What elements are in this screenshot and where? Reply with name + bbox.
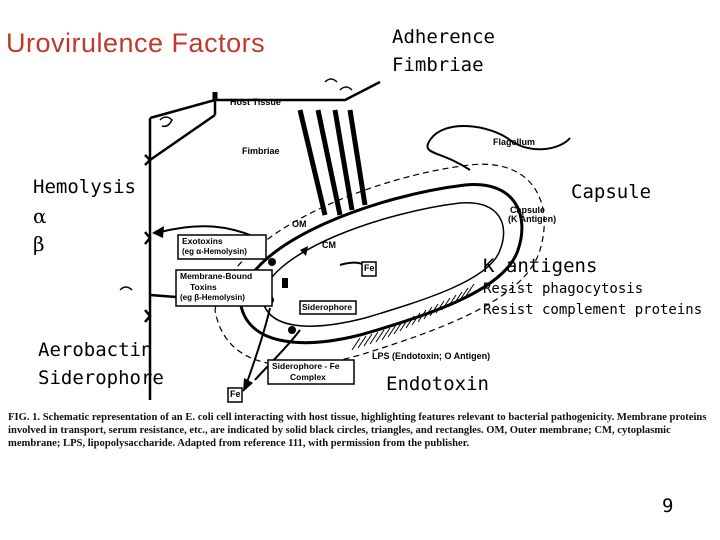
figure-caption: FIG. 1. Schematic representation of an E… xyxy=(8,412,707,449)
slide-title: Urovirulence Factors xyxy=(6,28,266,58)
resist-complement-label: Resist complement proteins xyxy=(483,302,703,318)
resist-phagocytosis-label: Resist phagocytosis xyxy=(483,281,644,297)
fimbriae-overlay-label: Fimbriae xyxy=(392,54,484,76)
outer-membrane xyxy=(238,183,524,345)
arrowheads xyxy=(152,226,253,392)
siderophore-overlay-label: Siderophore xyxy=(38,367,164,389)
flagellum-label: Flagellum xyxy=(493,137,536,147)
fimbriae-label: Fimbriae xyxy=(242,146,280,156)
fe-label-1: Fe xyxy=(364,263,375,273)
transport-arrows xyxy=(159,225,363,389)
host-tissue xyxy=(144,80,381,400)
siderophore-box-label: Siderophore xyxy=(302,302,353,312)
exotoxins-label-2: (eg α-Hemolysin) xyxy=(182,247,247,256)
fe-label-2: Fe xyxy=(230,389,241,399)
capsule-k-label-1: Capsule xyxy=(510,205,546,215)
membrane-bound-label-3: (eg β-Hemolysin) xyxy=(180,293,245,302)
hemolysis-label: Hemolysis xyxy=(33,176,136,198)
exotoxins-label-1: Exotoxins xyxy=(182,236,223,246)
om-label: OM xyxy=(292,219,307,229)
aerobactin-label: Aerobactin xyxy=(38,339,153,361)
flagellum xyxy=(426,125,571,171)
membrane-bound-label-2: Toxins xyxy=(190,282,217,292)
endotoxin-label: Endotoxin xyxy=(386,373,489,395)
alpha-label: α xyxy=(33,204,47,228)
label-boxes xyxy=(175,234,377,403)
capsule-overlay-label: Capsule xyxy=(571,181,652,203)
beta-label: β xyxy=(33,232,45,256)
capsule-outline xyxy=(214,163,545,367)
siderophore-fe-label-2: Complex xyxy=(290,372,326,382)
lps-label: LPS (Endotoxin; O Antigen) xyxy=(372,351,491,361)
capsule-k-label-2: (K Antigen) xyxy=(508,214,557,224)
siderophore-fe-label-1: Siderophore - Fe xyxy=(272,361,340,371)
membrane-bound-label-1: Membrane-Bound xyxy=(180,271,253,281)
k-antigens-label: K antigens xyxy=(483,255,598,277)
host-tissue-label: Host Tissue xyxy=(230,97,281,107)
adherence-label: Adherence xyxy=(392,26,495,48)
fimbriae-lines xyxy=(212,92,368,216)
page-number: 9 xyxy=(662,495,674,517)
receptors xyxy=(119,78,353,291)
lps-hatching xyxy=(351,283,475,351)
cm-label: CM xyxy=(322,240,336,250)
cytoplasmic-membrane xyxy=(261,202,505,327)
